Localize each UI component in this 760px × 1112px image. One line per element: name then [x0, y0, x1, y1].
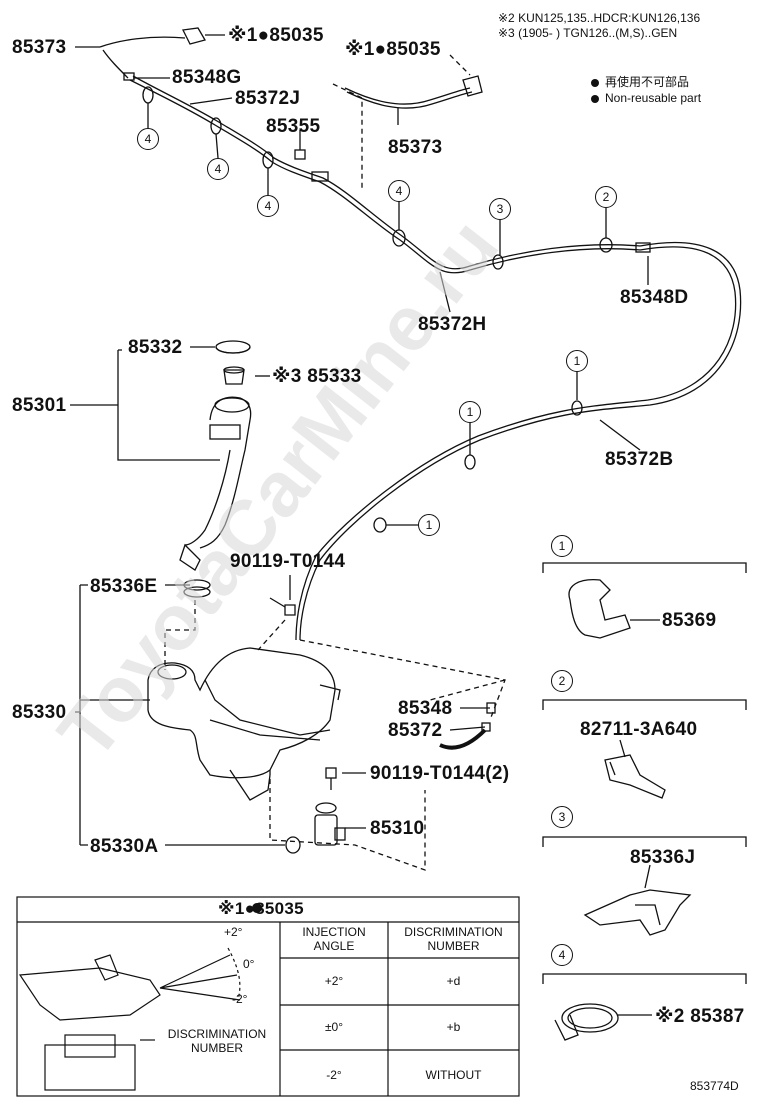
callout-1-c: 1 — [418, 514, 440, 536]
hose-85372B — [299, 241, 742, 641]
part-85332[interactable]: 85332 — [128, 337, 183, 358]
callout-4-d: 4 — [388, 180, 410, 202]
legend-jp: 再使用不可部品 — [605, 75, 690, 89]
callout-4-b: 4 — [207, 158, 229, 180]
note-3: ※3 (1905- ) TGN126..(M,S)..GEN — [498, 26, 678, 40]
angle-plus-label: +2° — [224, 925, 243, 939]
table-row-angle: ±0° — [324, 1020, 344, 1034]
part-82711-3A640[interactable]: 82711-3A640 — [580, 719, 698, 740]
part-85336J[interactable]: 85336J — [630, 847, 696, 868]
part-85373-b[interactable]: 85373 — [388, 137, 443, 158]
part-85348D[interactable]: 85348D — [620, 287, 689, 308]
part-90119-b[interactable]: 90119-T0144(2) — [370, 763, 510, 784]
detail-header-2: 2 — [551, 670, 573, 692]
part-85387[interactable]: ※2 85387 — [655, 1006, 745, 1027]
table-title: ※1●85035 — [218, 899, 304, 918]
part-85333[interactable]: ※3 85333 — [272, 366, 362, 387]
part-85369[interactable]: 85369 — [662, 610, 717, 631]
callout-1-b: 1 — [459, 401, 481, 423]
part-85336E[interactable]: 85336E — [90, 576, 158, 597]
detail-header-1: 1 — [551, 535, 573, 557]
legend-en: Non-reusable part — [605, 91, 702, 105]
angle-zero-label: 0° — [243, 957, 255, 971]
part-85348[interactable]: 85348 — [398, 698, 453, 719]
callout-3-a: 3 — [489, 198, 511, 220]
part-85373-a[interactable]: 85373 — [12, 37, 67, 58]
callout-4-c: 4 — [257, 195, 279, 217]
callout-2-a: 2 — [595, 186, 617, 208]
table-row-number: +b — [446, 1020, 461, 1034]
part-85372[interactable]: 85372 — [388, 720, 443, 741]
part-85348G[interactable]: 85348G — [172, 67, 242, 88]
part-85372B[interactable]: 85372B — [605, 449, 674, 470]
table-row-number: +d — [446, 974, 461, 988]
detail-header-3: 3 — [551, 806, 573, 828]
angle-minus-label: -2° — [232, 992, 248, 1006]
table-row-angle: -2° — [326, 1068, 342, 1082]
hose-85373-b — [344, 87, 471, 105]
part-85301[interactable]: 85301 — [12, 395, 67, 416]
figure-id: 853774D — [690, 1079, 739, 1093]
part-85310[interactable]: 85310 — [370, 818, 425, 839]
table-row-angle: +2° — [324, 974, 344, 988]
part-85035-b[interactable]: ※1●85035 — [345, 39, 441, 60]
detail-header-4: 4 — [551, 944, 573, 966]
table-row-number: WITHOUT — [425, 1068, 482, 1082]
table-col-discrimination-number: DISCRIMINATION NUMBER — [404, 925, 503, 953]
callout-1-a: 1 — [566, 350, 588, 372]
part-85372H[interactable]: 85372H — [418, 314, 487, 335]
discrimination-number-label: DISCRIMINATION NUMBER — [167, 1027, 267, 1055]
part-85330[interactable]: 85330 — [12, 702, 67, 723]
part-90119-a[interactable]: 90119-T0144 — [230, 551, 346, 572]
hose-85372H — [129, 79, 641, 274]
part-85035-a[interactable]: ※1●85035 — [228, 25, 324, 46]
part-85330A[interactable]: 85330A — [90, 836, 159, 857]
table-col-injection-angle: INJECTION ANGLE — [302, 925, 366, 953]
note-2: ※2 KUN125,135..HDCR:KUN126,136 — [498, 11, 701, 25]
part-85355[interactable]: 85355 — [266, 116, 321, 137]
hose-85373-a — [99, 36, 186, 48]
callout-4-a: 4 — [137, 128, 159, 150]
part-85372J[interactable]: 85372J — [235, 88, 301, 109]
